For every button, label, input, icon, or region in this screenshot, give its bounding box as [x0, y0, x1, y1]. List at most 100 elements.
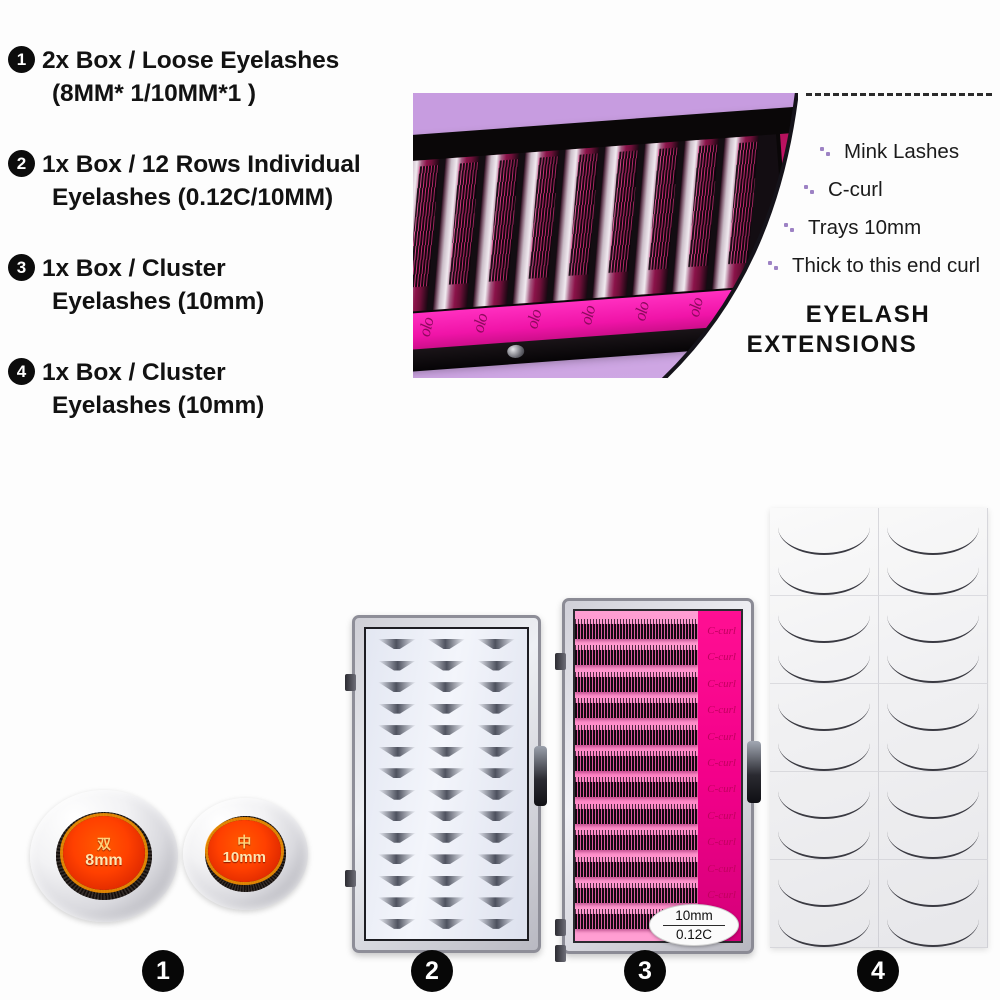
feature-list: Mink Lashes C-curl Trays 10mm Thick to t… — [768, 133, 1000, 285]
lash-cluster — [378, 790, 416, 800]
lash-curve — [886, 831, 980, 859]
lash-row — [575, 645, 698, 666]
hero-title-line-2: EXTENSIONS — [746, 331, 918, 359]
lash-cluster — [477, 919, 515, 929]
lash-cluster — [427, 704, 465, 714]
lash-fibers — [608, 150, 639, 273]
lash-cluster — [377, 768, 416, 779]
feature-label: Mink Lashes — [844, 140, 960, 163]
lash-curve — [886, 743, 980, 771]
product-badge-2: 2 — [411, 950, 453, 992]
lash-row — [575, 856, 698, 877]
strip-script-text: olo — [576, 304, 600, 327]
lash-row — [575, 751, 698, 771]
strip-lash-cell — [770, 596, 879, 684]
strip-script-text: C-curl — [707, 651, 736, 664]
jar-label-symbol: 中 — [237, 834, 252, 851]
lash-curve — [777, 919, 871, 947]
spec-item-2: 2 1x Box / 12 Rows Individual Eyelashes … — [8, 148, 420, 214]
lash-cluster — [477, 768, 516, 779]
strip-lash-cell — [770, 772, 879, 860]
strip-lash-cell — [770, 508, 879, 596]
lash-curve — [886, 655, 980, 683]
case-clasp-icon — [534, 746, 547, 806]
lash-cluster — [378, 833, 416, 843]
lash-row — [575, 698, 698, 719]
lash-cluster — [427, 682, 466, 693]
jar-label-symbol: 双 — [96, 836, 111, 853]
lash-cluster — [378, 661, 416, 671]
lash-cluster — [378, 919, 416, 929]
lash-cluster — [427, 747, 465, 757]
strip-script-text: C-curl — [707, 625, 736, 637]
case-clasp-icon — [747, 741, 761, 803]
feature-item-trays: Trays 10mm — [784, 209, 1000, 247]
spec-line-3-a: 1x Box / Cluster — [42, 255, 226, 283]
cluster-tray — [364, 627, 529, 941]
lash-cluster — [477, 811, 516, 822]
lash-pair — [886, 791, 980, 859]
lash-fibers — [448, 162, 479, 285]
cluster-column — [427, 639, 466, 929]
spec-badge-2: 2 — [8, 150, 35, 178]
lash-cluster — [477, 704, 515, 714]
lash-cluster — [427, 768, 466, 779]
lash-curve — [777, 567, 871, 595]
product-badge-4: 4 — [857, 950, 899, 992]
lash-curve — [886, 703, 980, 732]
lash-pair — [777, 615, 871, 683]
jar-label-8mm: 双 8mm — [62, 816, 146, 891]
lash-cluster — [427, 790, 465, 800]
spec-badge-4: 4 — [8, 358, 35, 386]
lash-row — [710, 134, 760, 310]
lash-row — [575, 777, 698, 798]
top-dashed-divider — [806, 93, 992, 96]
strip-lash-cell — [879, 772, 988, 860]
lash-row — [575, 883, 698, 903]
lash-fibers — [688, 144, 719, 268]
lash-case-interior — [413, 134, 787, 313]
lash-pair — [886, 879, 980, 947]
strip-script-text: C-curl — [707, 889, 736, 901]
lash-cluster — [427, 876, 465, 886]
feature-label: Trays 10mm — [808, 216, 922, 239]
lash-pair — [777, 527, 871, 595]
lash-cluster — [427, 725, 466, 736]
lash-curve — [777, 527, 871, 556]
case-hinge-icon — [555, 945, 566, 962]
jar-8mm: 双 8mm — [30, 790, 178, 922]
spec-item-4: 4 1x Box / Cluster Eyelashes (10mm) — [8, 356, 420, 422]
lash-cluster — [477, 639, 516, 649]
strip-script-text: C-curl — [707, 836, 736, 849]
lash-curve — [886, 615, 980, 644]
lash-fibers — [648, 147, 679, 270]
lash-curve — [886, 791, 980, 820]
spec-item-1: 1 2x Box / Loose Eyelashes (8MM* 1/10MM*… — [8, 44, 420, 110]
product-2-cluster-case — [345, 615, 547, 953]
strip-script-text: olo — [630, 300, 653, 323]
spec-line-1-a: 2x Box / Loose Eyelashes — [42, 47, 340, 74]
double-dot-bullet-icon — [784, 222, 799, 234]
lash-cluster — [377, 682, 416, 693]
lash-curve — [777, 879, 871, 908]
lash-cluster — [477, 897, 516, 908]
lash-cluster — [377, 725, 416, 736]
lash-curve — [777, 655, 871, 683]
spec-line-2-b: Eyelashes (0.12C/10MM) — [52, 184, 334, 212]
lash-cluster — [427, 639, 466, 649]
lash-cluster — [427, 833, 465, 843]
strip-script-text: C-curl — [707, 704, 736, 717]
lash-curve — [777, 743, 871, 771]
spec-badge-3: 3 — [8, 254, 35, 282]
strip-script-text: C-curl — [707, 862, 736, 875]
strip-lash-cell — [879, 508, 988, 596]
lash-cluster — [477, 790, 515, 800]
double-dot-bullet-icon — [804, 184, 819, 196]
lash-curve — [886, 879, 980, 908]
lash-fibers — [528, 156, 559, 279]
strip-script-text: olo — [414, 315, 438, 339]
spec-line-4-b: Eyelashes (10mm) — [52, 392, 265, 420]
lash-curve — [886, 919, 980, 947]
case-hinge-icon — [345, 674, 356, 691]
